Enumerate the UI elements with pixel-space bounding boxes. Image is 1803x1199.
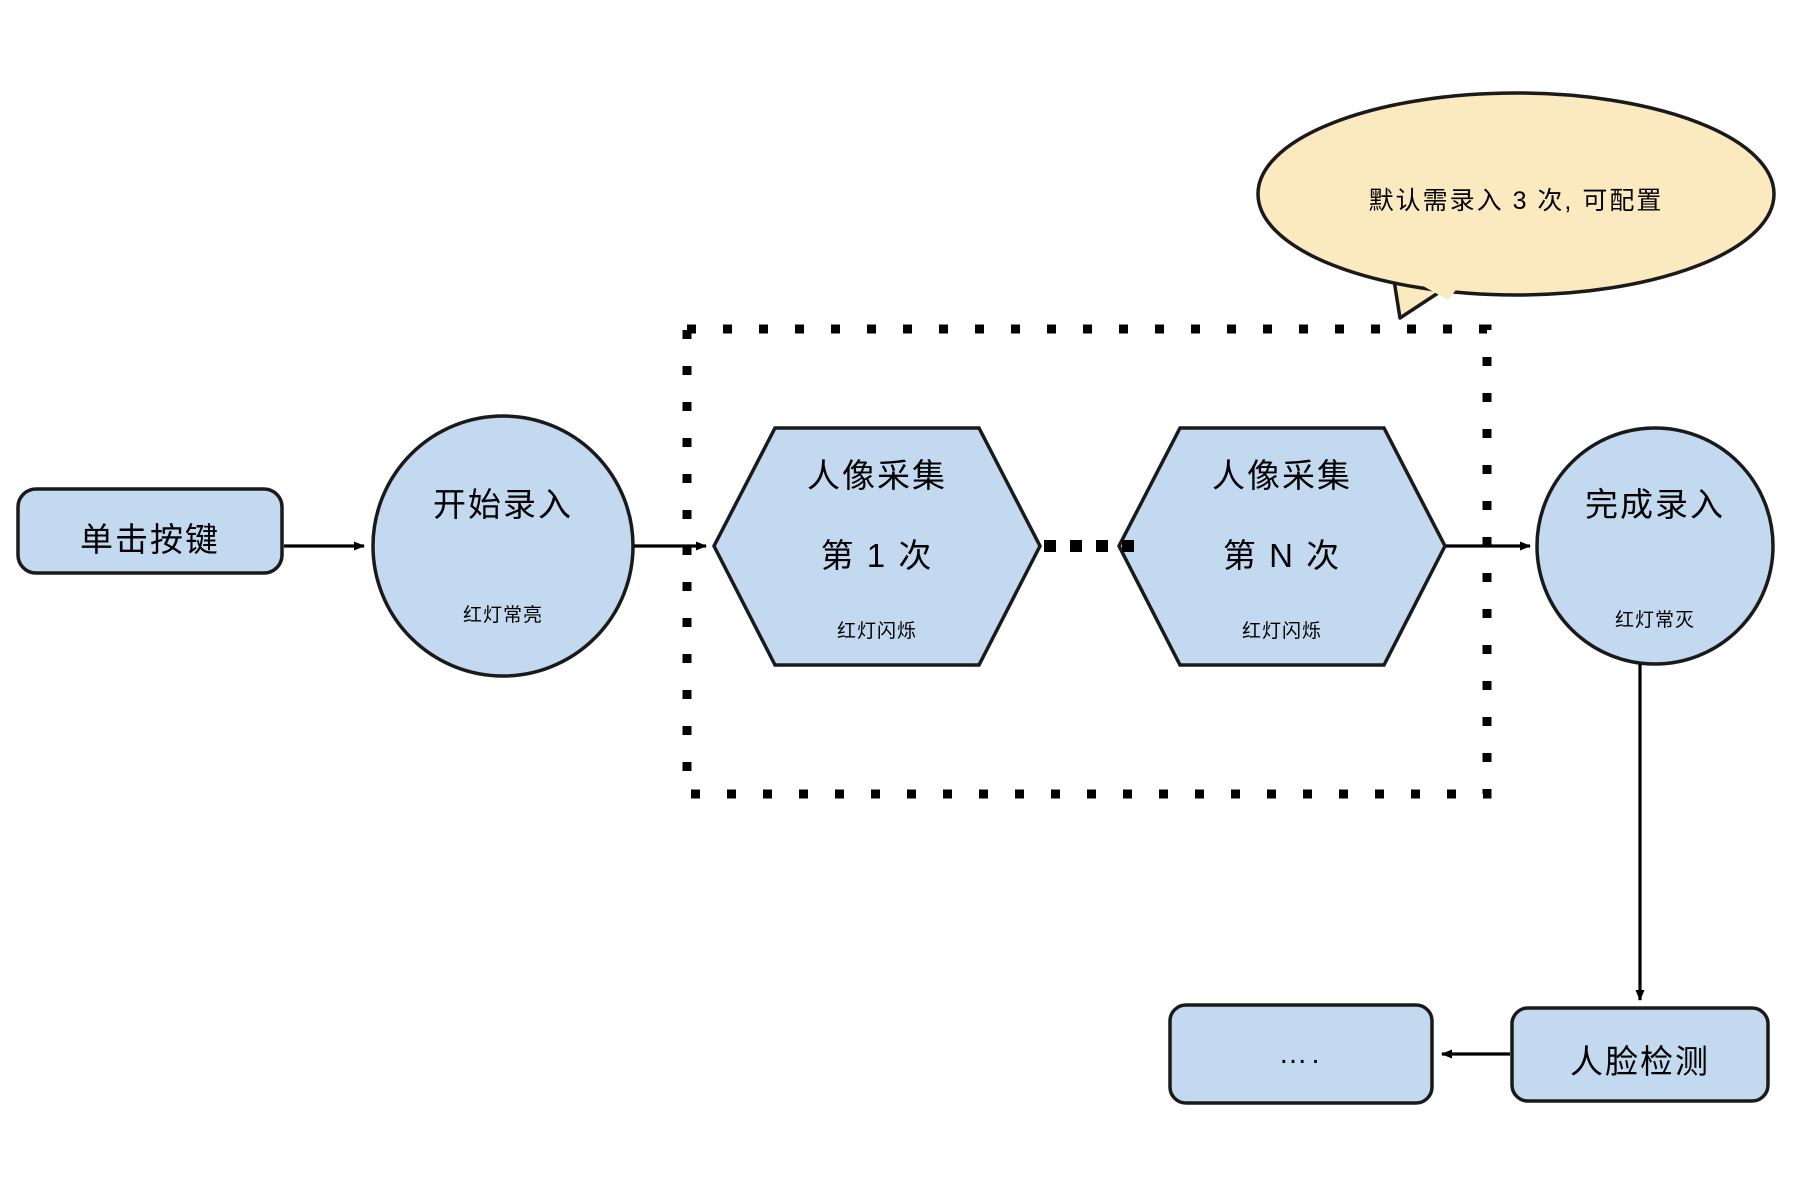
capture-loop-group-box — [682, 324, 1492, 799]
node-face-detect-shape[interactable] — [1510, 1006, 1770, 1103]
callout-balloon-shape — [1256, 91, 1776, 297]
capture-ellipsis-dots — [1044, 540, 1134, 552]
node-click-button-shape[interactable] — [16, 487, 284, 575]
node-finish-enroll-shape[interactable] — [1535, 426, 1775, 666]
callout-tail-cover — [1398, 272, 1470, 300]
node-capture-first-shape[interactable] — [712, 426, 1042, 667]
node-more-steps-shape[interactable] — [1168, 1003, 1434, 1105]
node-capture-nth-shape[interactable] — [1117, 426, 1447, 667]
node-start-enroll-shape[interactable] — [371, 414, 635, 678]
